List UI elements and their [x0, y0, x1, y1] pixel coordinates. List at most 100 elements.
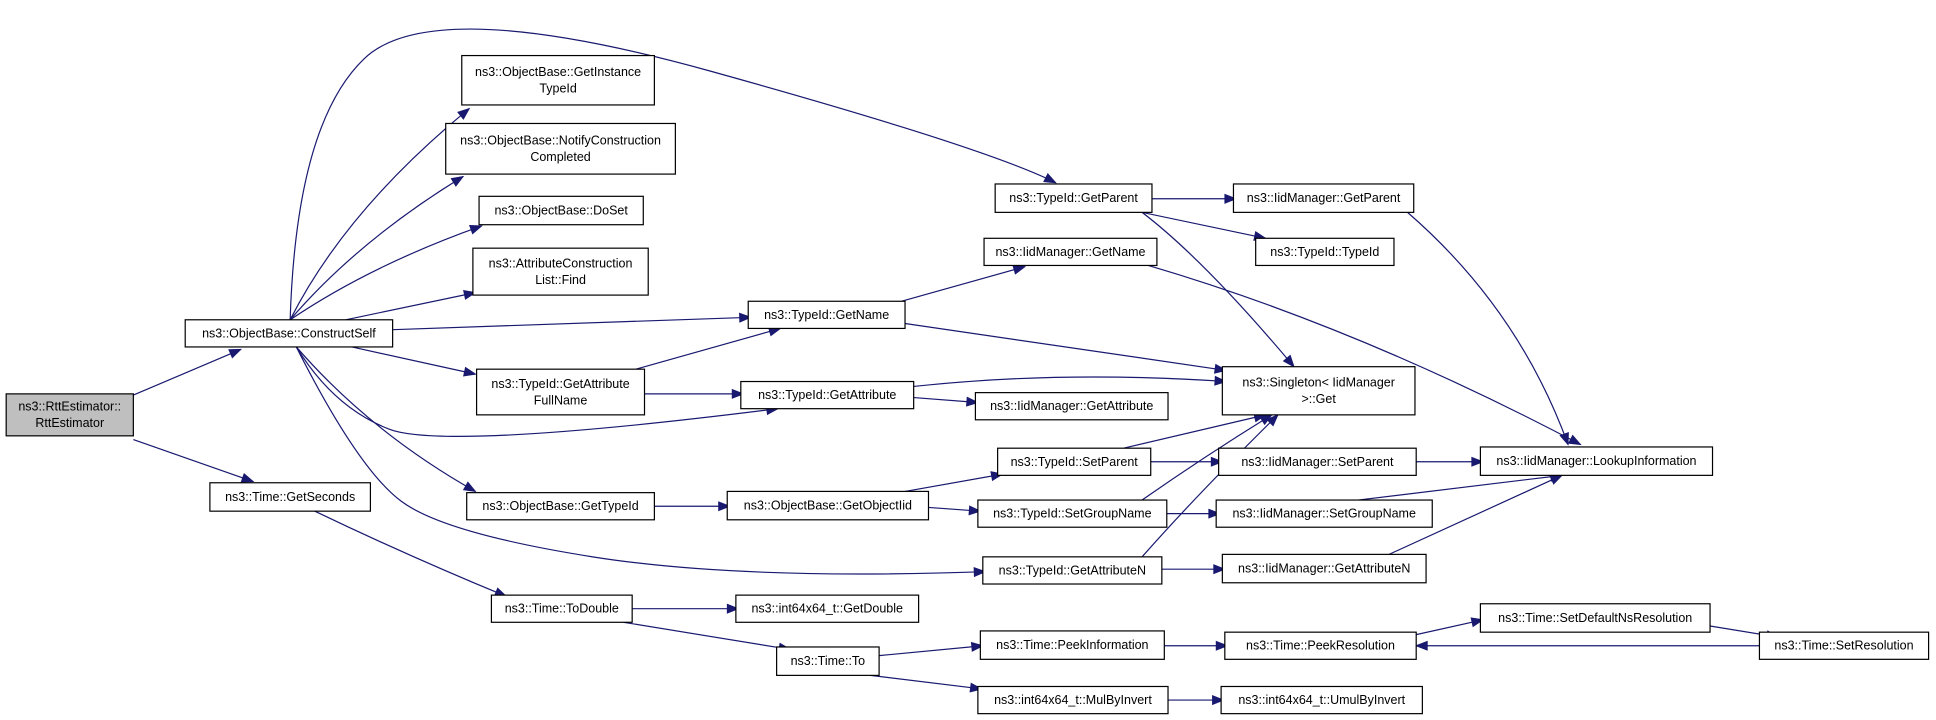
edge-arrowhead [1549, 474, 1564, 485]
node-getobjiid[interactable]: ns3::ObjectBase::GetObjectIid [726, 490, 930, 521]
edge-arrowhead [726, 603, 740, 614]
edge-iidsetparent-to-lookup [1416, 456, 1485, 467]
node-tgetname[interactable]: ns3::TypeId::GetName [747, 300, 906, 330]
edge-arrowhead [718, 501, 732, 512]
node-label: ns3::Time::SetResolution [1774, 639, 1913, 653]
edge-line [345, 292, 476, 321]
node-tgetattr[interactable]: ns3::TypeId::GetAttribute [740, 380, 915, 410]
node-iidgetparent[interactable]: ns3::IidManager::GetParent [1232, 183, 1415, 213]
node-box [735, 594, 920, 623]
edge-arrowhead [968, 505, 982, 516]
node-label: ns3::ObjectBase::ConstructSelf [202, 326, 376, 340]
edge-iidgetparent-to-lookup [1407, 211, 1569, 446]
node-label: ns3::ObjectBase::GetTypeId [482, 499, 638, 513]
node-iidsetparent[interactable]: ns3::IidManager::SetParent [1218, 447, 1417, 476]
node-box [983, 237, 1158, 267]
node-obgettypeid[interactable]: ns3::ObjectBase::GetTypeId [466, 492, 655, 521]
node-label: ns3::TypeId::TypeId [1270, 245, 1379, 259]
edge-todouble-to-getdouble [632, 603, 740, 614]
edge-line [289, 28, 1056, 320]
node-box [184, 319, 394, 348]
node-todouble[interactable]: ns3::Time::ToDouble [490, 594, 633, 623]
node-mulbyinv[interactable]: ns3::int64x64_t::MulByInvert [977, 685, 1169, 715]
edge-line [1141, 211, 1266, 239]
edge-getattrfull-to-tgetattr [644, 388, 745, 399]
edge-line [901, 266, 1025, 302]
node-box [1221, 553, 1427, 584]
edge-arrowhead [1471, 456, 1485, 467]
node-setdefns[interactable]: ns3::Time::SetDefaultNsResolution [1479, 603, 1711, 633]
edge-getobjiid-to-tsetparent [904, 471, 1004, 492]
node-tsetgroup[interactable]: ns3::TypeId::SetGroupName [977, 499, 1168, 528]
node-iidgetattr[interactable]: ns3::IidManager::GetAttribute [974, 392, 1169, 421]
node-label: ns3::ObjectBase::GetInstance [475, 65, 641, 79]
node-tgetparent[interactable]: ns3::TypeId::GetParent [994, 183, 1153, 213]
edge-line [295, 346, 778, 437]
edge-arrowhead [1214, 375, 1228, 386]
node-typeidctor[interactable]: ns3::TypeId::TypeId [1255, 237, 1395, 267]
node-label: ns3::IidManager::GetAttribute [990, 399, 1153, 413]
edge-tsetparent-to-iidsetparent [1150, 456, 1224, 467]
node-label: ns3::IidManager::SetParent [1241, 455, 1394, 469]
edge-construct-to-getinst [289, 107, 471, 321]
edge-getobjiid-to-tsetgroup [928, 505, 982, 516]
edge-line [289, 176, 464, 321]
node-label: ns3::Singleton< IidManager [1242, 376, 1395, 390]
edge-arrowhead [1282, 354, 1295, 368]
edge-rtt-to-getseconds [133, 438, 255, 483]
node-lookup[interactable]: ns3::IidManager::LookupInformation [1479, 446, 1714, 476]
edge-arrowhead [731, 388, 745, 399]
call-edges [133, 28, 1780, 706]
node-box [776, 646, 880, 676]
node-label: ns3::TypeId::GetAttribute [758, 388, 896, 402]
edge-line [623, 621, 791, 651]
node-iidsetgroup[interactable]: ns3::IidManager::SetGroupName [1215, 499, 1433, 528]
node-peekinfo[interactable]: ns3::Time::PeekInformation [979, 630, 1165, 660]
node-getseconds[interactable]: ns3::Time::GetSeconds [209, 482, 372, 512]
edge-arrowhead [228, 348, 243, 359]
edge-arrowhead [240, 472, 255, 483]
node-notify[interactable]: ns3::ObjectBase::NotifyConstructionCompl… [445, 122, 676, 175]
node-construct[interactable]: ns3::ObjectBase::ConstructSelf [184, 319, 394, 348]
node-timeto[interactable]: ns3::Time::To [776, 646, 880, 676]
node-singleton[interactable]: ns3::Singleton< IidManager >::Get [1221, 366, 1416, 416]
edge-arrowhead [1208, 508, 1222, 519]
edge-arrowhead [1567, 434, 1582, 446]
edge-construct-to-getattrfull [351, 346, 477, 377]
node-umulbyinv[interactable]: ns3::int64x64_t::UmulByInvert [1220, 685, 1423, 715]
node-doset[interactable]: ns3::ObjectBase::DoSet [478, 195, 644, 226]
node-peekres[interactable]: ns3::Time::PeekResolution [1224, 631, 1417, 660]
edge-arrowhead [1414, 640, 1428, 651]
node-box [466, 492, 655, 521]
edge-arrowhead [970, 641, 985, 652]
edge-tsetgroup-to-iidsetgroup [1166, 508, 1222, 519]
node-iidgetname[interactable]: ns3::IidManager::GetName [983, 237, 1158, 267]
node-label: ns3::TypeId::SetParent [1011, 455, 1139, 469]
node-tsetparent[interactable]: ns3::TypeId::SetParent [997, 447, 1152, 476]
edge-line [1123, 414, 1266, 449]
edge-tgetattrn-to-iidgetattrn [1161, 564, 1227, 575]
node-box [977, 499, 1168, 528]
edge-rtt-to-construct [133, 348, 243, 396]
node-label: TypeId [539, 82, 577, 96]
edge-line [295, 346, 986, 575]
node-label: ns3::ObjectBase::DoSet [494, 204, 628, 218]
edge-line [295, 346, 476, 492]
node-tgetattrn[interactable]: ns3::TypeId::GetAttributeN [982, 556, 1163, 585]
edge-arrowhead [973, 567, 987, 578]
node-getdouble[interactable]: ns3::int64x64_t::GetDouble [735, 594, 920, 623]
edge-getseconds-to-todouble [314, 510, 508, 597]
node-iidgetattrn[interactable]: ns3::IidManager::GetAttributeN [1221, 553, 1427, 584]
node-box [445, 122, 676, 175]
node-box [747, 300, 906, 330]
node-box [1479, 446, 1714, 476]
edge-tgetparent-to-iidgetparent [1151, 193, 1238, 204]
node-setres[interactable]: ns3::Time::SetResolution [1758, 631, 1930, 660]
edge-arrowhead [469, 225, 483, 235]
node-box [740, 380, 915, 410]
edge-line [392, 316, 751, 331]
